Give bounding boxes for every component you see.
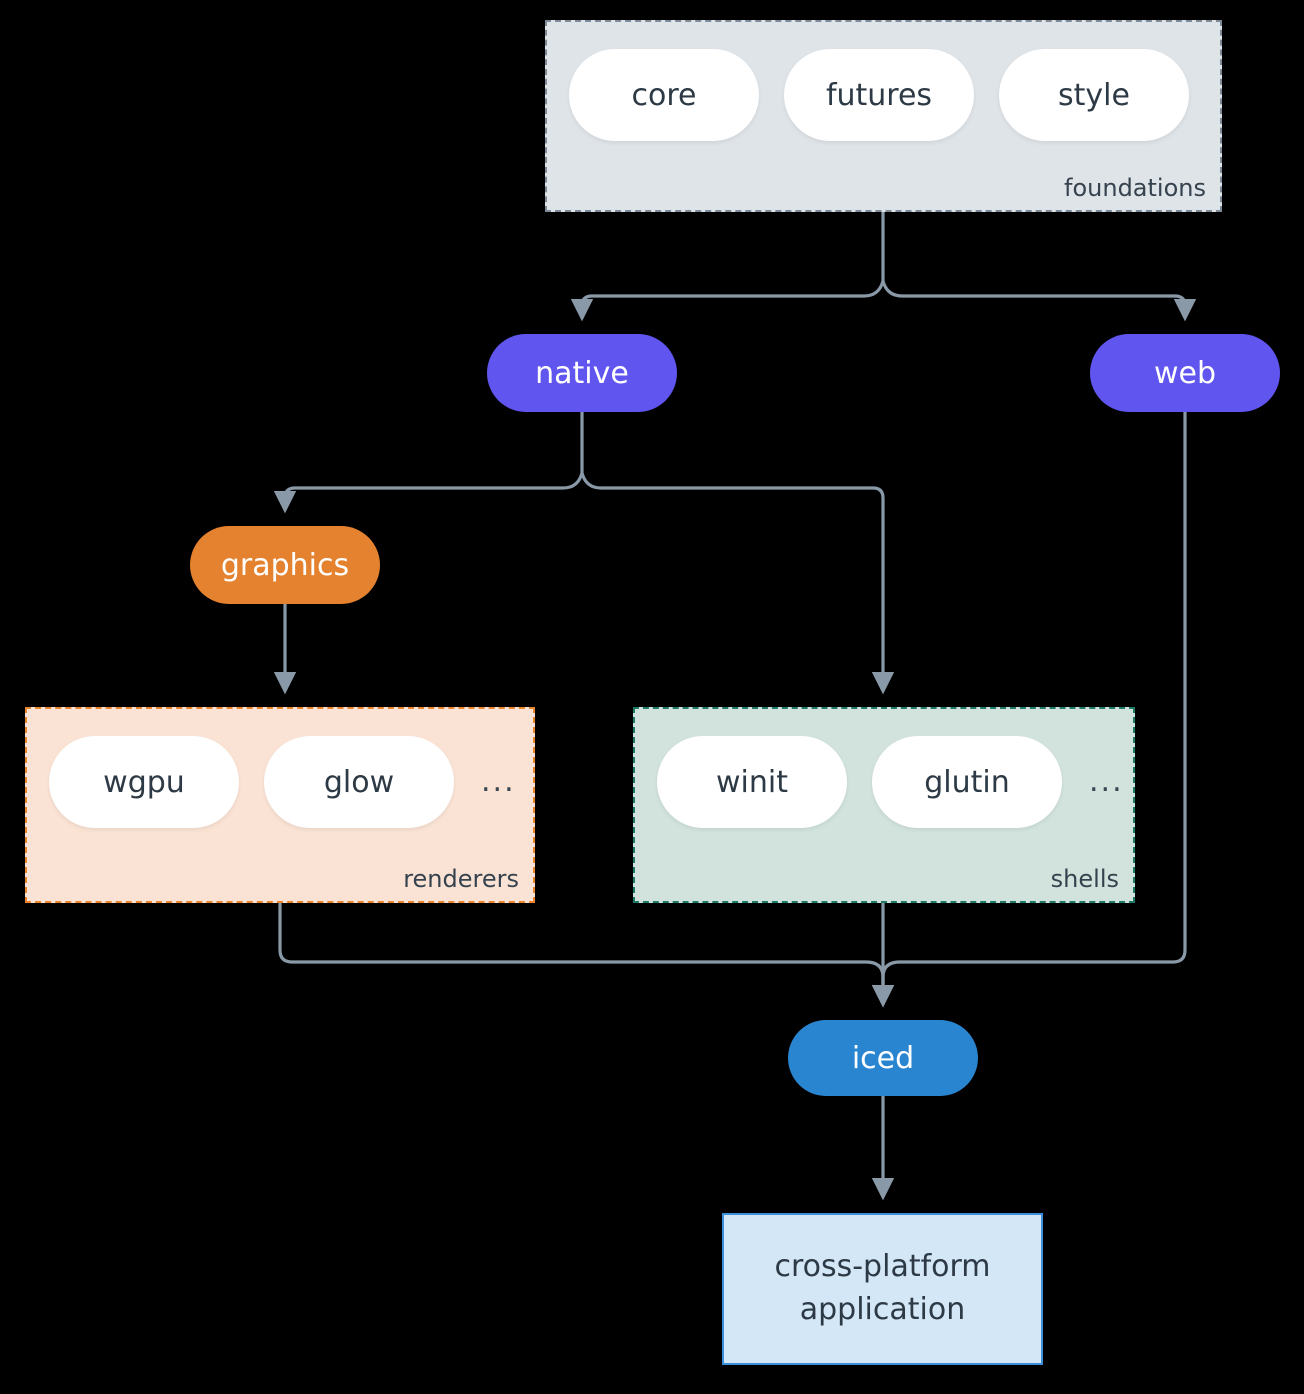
node-iced[interactable]: iced xyxy=(788,1020,978,1096)
node-wgpu[interactable]: wgpu xyxy=(49,736,239,828)
node-native[interactable]: native xyxy=(487,334,677,412)
cluster-renderers-items: wgpu glow ... xyxy=(49,736,516,828)
cluster-foundations-items: core futures style xyxy=(569,49,1189,141)
node-winit[interactable]: winit xyxy=(657,736,847,828)
node-glutin[interactable]: glutin xyxy=(872,736,1062,828)
node-cross-platform-application[interactable]: cross-platform application xyxy=(722,1213,1043,1365)
renderers-ellipsis: ... xyxy=(481,764,516,799)
node-style[interactable]: style xyxy=(999,49,1189,141)
cluster-foundations-label: foundations xyxy=(1064,174,1206,202)
application-label-line2: application xyxy=(799,1292,966,1327)
edge-native-to-shells xyxy=(580,472,895,695)
node-graphics[interactable]: graphics xyxy=(190,526,380,604)
node-core[interactable]: core xyxy=(569,49,759,141)
edge-renderers-to-iced xyxy=(278,903,895,1008)
cluster-renderers: wgpu glow ... renderers xyxy=(25,707,535,903)
cluster-foundations: core futures style foundations xyxy=(545,20,1222,212)
application-label-line1: cross-platform xyxy=(774,1249,991,1285)
cluster-shells-label: shells xyxy=(1050,865,1119,893)
edge-foundations-to-native xyxy=(570,280,885,322)
shells-ellipsis: ... xyxy=(1089,764,1124,799)
node-web[interactable]: web xyxy=(1090,334,1280,412)
cluster-shells-items: winit glutin ... xyxy=(657,736,1124,828)
edge-native-to-graphics xyxy=(273,472,584,514)
node-futures[interactable]: futures xyxy=(784,49,974,141)
edge-foundations-to-web xyxy=(881,280,1197,322)
node-glow[interactable]: glow xyxy=(264,736,454,828)
cluster-shells: winit glutin ... shells xyxy=(633,707,1135,903)
cluster-renderers-label: renderers xyxy=(403,865,519,893)
